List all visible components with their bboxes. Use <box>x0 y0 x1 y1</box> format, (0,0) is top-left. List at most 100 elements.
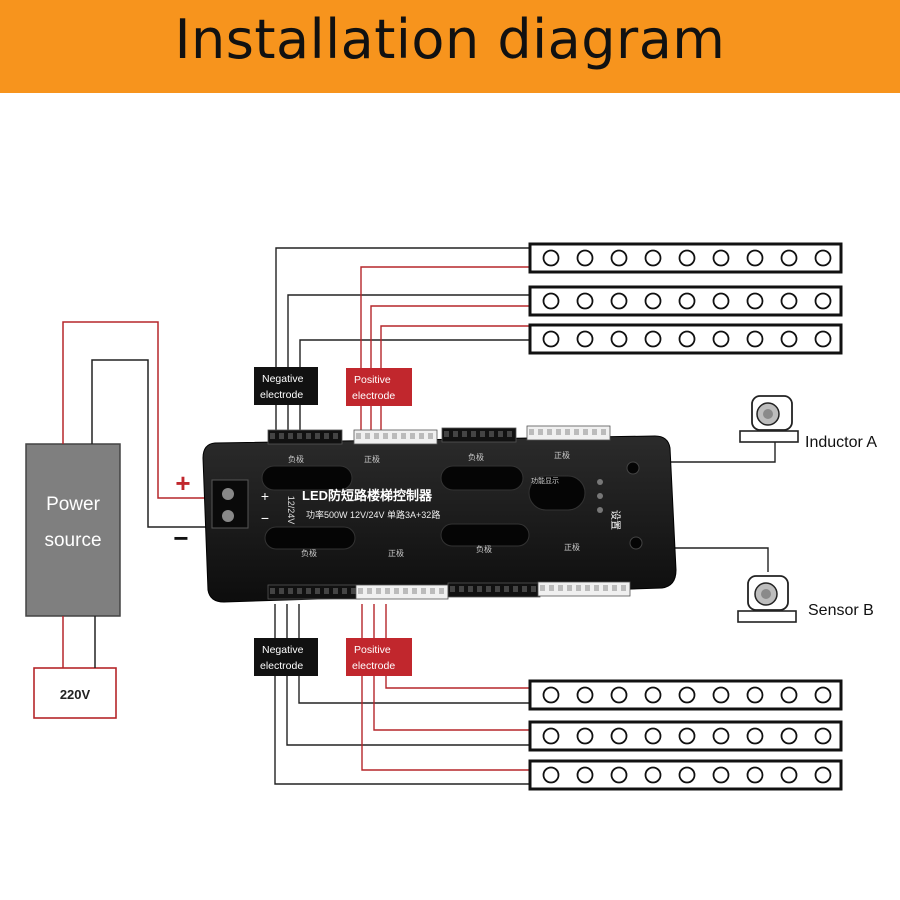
bottom-pos-label-2: 正极 <box>564 542 580 552</box>
led-light <box>746 686 764 704</box>
terminal-pin <box>279 588 284 594</box>
terminal-pin <box>507 431 512 437</box>
tag-bottom-positive-line1: Positive <box>354 644 391 656</box>
terminal-pin <box>392 433 397 439</box>
led-light <box>780 686 798 704</box>
led-light <box>644 249 662 267</box>
led-light <box>576 249 594 267</box>
tag-top-positive-box <box>346 368 412 406</box>
terminal-pin <box>462 431 467 437</box>
tag-top-negative-line2: electrode <box>260 389 303 401</box>
led-light <box>746 292 764 310</box>
led-light <box>814 249 832 267</box>
terminal-pin <box>270 433 275 439</box>
tag-bottom-positive: Positive electrode <box>346 638 412 676</box>
bottom-neg-label-1: 负极 <box>301 548 317 558</box>
top-neg-label-1: 负极 <box>288 454 304 464</box>
terminal-pin <box>428 433 433 439</box>
terminal-pin <box>383 433 388 439</box>
terminal-pin <box>430 588 435 594</box>
terminal-pin <box>306 433 311 439</box>
terminal-pin <box>410 433 415 439</box>
led-light <box>678 727 696 745</box>
sensor-b: Sensor B <box>737 575 874 623</box>
tag-top-positive-line2: electrode <box>352 390 395 402</box>
led-light <box>814 330 832 348</box>
tag-top-negative-box <box>254 367 318 405</box>
controller-board: + − 12/24V LED防短路楼梯控制器 功率500W 12V/24V 单路… <box>202 425 677 603</box>
led-light <box>610 249 628 267</box>
tag-bottom-positive-box <box>346 638 412 676</box>
controller-input-minus: − <box>261 510 269 526</box>
terminal-pin <box>486 586 491 592</box>
terminal-pin <box>333 588 338 594</box>
led-light <box>576 727 594 745</box>
led-light <box>576 686 594 704</box>
terminal-pin <box>549 585 554 591</box>
led-light <box>576 292 594 310</box>
terminal-pin <box>522 586 527 592</box>
led-light <box>542 292 560 310</box>
inductor-a: Inductor A <box>739 395 877 451</box>
terminal-pin <box>513 586 518 592</box>
terminal-pin <box>450 586 455 592</box>
header-top-negative-1 <box>267 429 343 445</box>
set-button-2[interactable] <box>597 493 603 499</box>
terminal-pin <box>419 433 424 439</box>
terminal-pin <box>594 585 599 591</box>
terminal-pin <box>471 431 476 437</box>
header-bottom-positive-2 <box>537 581 631 597</box>
terminal-pin <box>576 585 581 591</box>
terminal-pin <box>583 429 588 435</box>
power-wire-negative <box>91 359 213 528</box>
led-light <box>644 330 662 348</box>
led-light <box>814 292 832 310</box>
terminal-pin <box>498 431 503 437</box>
led-light <box>814 686 832 704</box>
controller-voltage-side: 12/24V <box>286 496 296 525</box>
terminal-pin <box>592 429 597 435</box>
header-banner: Installation diagram <box>0 0 900 93</box>
led-light <box>678 330 696 348</box>
terminal-pin <box>621 585 626 591</box>
led-strip-top-3 <box>528 323 843 355</box>
terminal-pin <box>351 588 356 594</box>
top-pos-label-1: 正极 <box>364 454 380 464</box>
led-light <box>610 766 628 784</box>
led-light <box>542 249 560 267</box>
terminal-pin <box>468 586 473 592</box>
top-terminal-headers <box>267 425 611 445</box>
led-strip-bottom-3 <box>528 759 843 791</box>
top-neg-label-2: 负极 <box>468 452 484 462</box>
power-source: Power source <box>25 443 121 617</box>
led-light <box>542 330 560 348</box>
inductor-a-label: Inductor A <box>805 434 877 451</box>
led-light <box>644 292 662 310</box>
led-light <box>712 330 730 348</box>
led-strips-top <box>528 242 843 355</box>
led-light <box>814 727 832 745</box>
led-light <box>644 727 662 745</box>
terminal-pin <box>477 586 482 592</box>
mains-box <box>33 667 117 719</box>
led-strip-top-2 <box>528 285 843 317</box>
terminal-pin <box>444 431 449 437</box>
tag-bottom-negative: Negative electrode <box>254 638 318 676</box>
terminal-pin <box>374 433 379 439</box>
set-button-1[interactable] <box>597 479 603 485</box>
led-light <box>780 292 798 310</box>
set-button-3[interactable] <box>597 507 603 513</box>
led-light <box>610 727 628 745</box>
terminal-pin <box>297 433 302 439</box>
led-light <box>644 766 662 784</box>
terminal-pin <box>480 431 485 437</box>
tag-bottom-positive-line2: electrode <box>352 660 395 672</box>
led-light <box>610 292 628 310</box>
led-light <box>678 249 696 267</box>
tag-bottom-negative-line1: Negative <box>262 644 304 656</box>
led-light <box>644 686 662 704</box>
led-strip-top-1 <box>528 242 843 274</box>
terminal-pin <box>288 588 293 594</box>
led-strip-bottom-1 <box>528 679 843 711</box>
